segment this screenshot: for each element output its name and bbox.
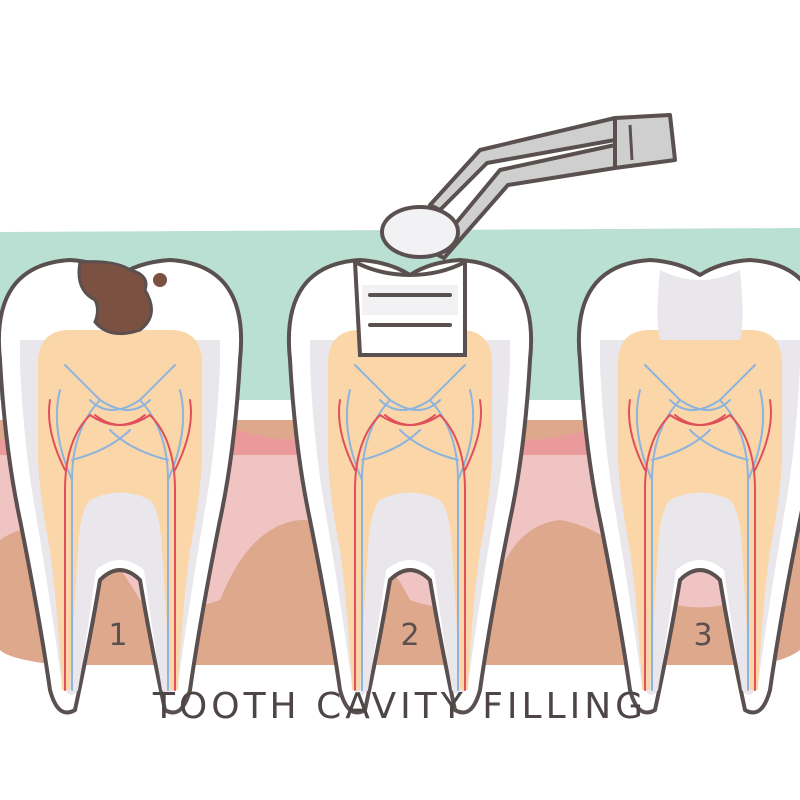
diagram-title: TOOTH CAVITY FILLING <box>152 686 647 727</box>
filling-material-icon <box>380 205 460 259</box>
drilled-tooth-icon <box>289 260 531 713</box>
step-label-2: 2 <box>400 618 419 653</box>
filled-tooth-icon <box>579 260 800 713</box>
step-label-1: 1 <box>108 618 127 653</box>
decayed-tooth-icon <box>0 260 241 713</box>
step-label-3: 3 <box>693 618 712 653</box>
cavity <box>77 260 153 336</box>
filling <box>657 270 743 340</box>
cavity-spot <box>153 273 167 287</box>
dental-tweezers-icon <box>428 113 677 260</box>
